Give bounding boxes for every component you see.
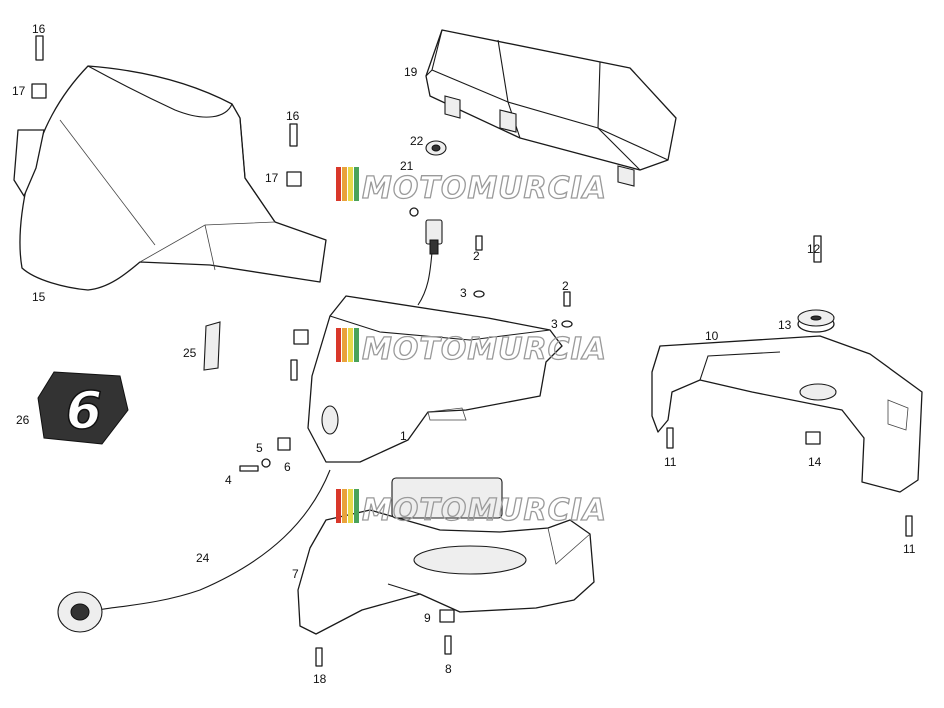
- part-13-rubber-spacer: [797, 309, 835, 333]
- label-19: 19: [404, 65, 418, 79]
- label-4: 4: [225, 473, 232, 487]
- label-12: 12: [807, 242, 821, 256]
- label-2: 2: [473, 249, 480, 263]
- label-18: 18: [313, 672, 327, 686]
- part-21-clip: [409, 207, 419, 217]
- part-15-front-fairing: [13, 65, 327, 291]
- label-16: 16: [286, 109, 300, 123]
- label-1: 1: [400, 429, 407, 443]
- part-19-instrument-cluster: [425, 29, 677, 187]
- label-15: 15: [32, 290, 46, 304]
- part-7-lower-cover: [297, 477, 595, 635]
- watermark-text: MOTOMURCIA: [362, 493, 607, 528]
- part-26-badge: 6: [37, 371, 129, 445]
- label-3: 3: [551, 317, 558, 331]
- watermark-text: MOTOMURCIA: [362, 171, 607, 206]
- watermark-2: MOTOMURCIA: [336, 328, 607, 368]
- watermark-3: MOTOMURCIA: [336, 489, 607, 529]
- part-22-grommet: [425, 140, 447, 156]
- label-25: 25: [183, 346, 197, 360]
- watermark-text: MOTOMURCIA: [362, 332, 607, 367]
- label-5: 5: [256, 441, 263, 455]
- label-26: 26: [16, 413, 30, 427]
- callout-labels: 16 17 15 16 17 19 22 21 2 3 2 3 1 25 26 …: [12, 22, 916, 686]
- label-14: 14: [808, 455, 822, 469]
- label-13: 13: [778, 318, 792, 332]
- part-25-pad: [203, 321, 221, 371]
- badge-number: 6: [66, 381, 102, 441]
- label-16: 16: [32, 22, 46, 36]
- label-17: 17: [12, 84, 26, 98]
- label-22: 22: [410, 134, 424, 148]
- label-2: 2: [562, 279, 569, 293]
- label-8: 8: [445, 662, 452, 676]
- part-1-headlight-housing: [307, 295, 563, 463]
- label-21: 21: [400, 159, 414, 173]
- label-10: 10: [705, 329, 719, 343]
- label-3: 3: [460, 286, 467, 300]
- watermark-1: MOTOMURCIA: [336, 167, 607, 207]
- label-9: 9: [424, 611, 431, 625]
- fasteners: [31, 35, 913, 667]
- label-7: 7: [292, 567, 299, 581]
- label-17: 17: [265, 171, 279, 185]
- part-24-cable: [57, 469, 331, 633]
- label-24: 24: [196, 551, 210, 565]
- part-10-rear-handle: [651, 335, 923, 493]
- label-11: 11: [903, 542, 916, 556]
- label-11: 11: [664, 455, 677, 469]
- label-6: 6: [284, 460, 291, 474]
- wiring-connector: [417, 219, 443, 306]
